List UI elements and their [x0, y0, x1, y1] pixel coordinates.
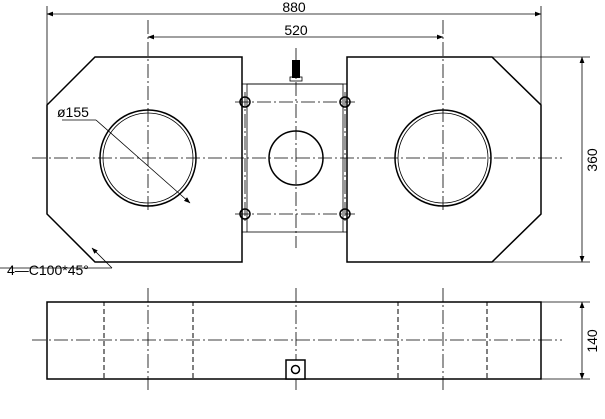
- dim-hole-spacing: 520: [284, 22, 308, 38]
- side-connector: [285, 359, 306, 380]
- side-view: [32, 288, 562, 392]
- dimension-520: 520: [147, 22, 444, 40]
- chamfer-callout: 4—C100*45°: [0, 247, 113, 278]
- cable-connector: [247, 48, 343, 85]
- dim-height-top: 360: [584, 148, 600, 172]
- dim-height-side: 140: [584, 329, 600, 353]
- dim-hole-diameter: ø155: [57, 104, 89, 120]
- right-plate-outline: [346, 56, 542, 263]
- left-pin-hole-hidden: [103, 301, 194, 380]
- dimension-880: 880: [46, 0, 542, 105]
- dimension-360: 360: [492, 56, 600, 263]
- dim-overall-length: 880: [282, 0, 306, 15]
- dimension-140: 140: [541, 301, 600, 380]
- left-plate-outline: [46, 56, 243, 263]
- dimension-diameter: ø155: [57, 104, 191, 204]
- chamfer-note: 4—C100*45°: [7, 262, 89, 278]
- top-view: [32, 20, 562, 263]
- right-pin-hole-hidden: [397, 301, 488, 380]
